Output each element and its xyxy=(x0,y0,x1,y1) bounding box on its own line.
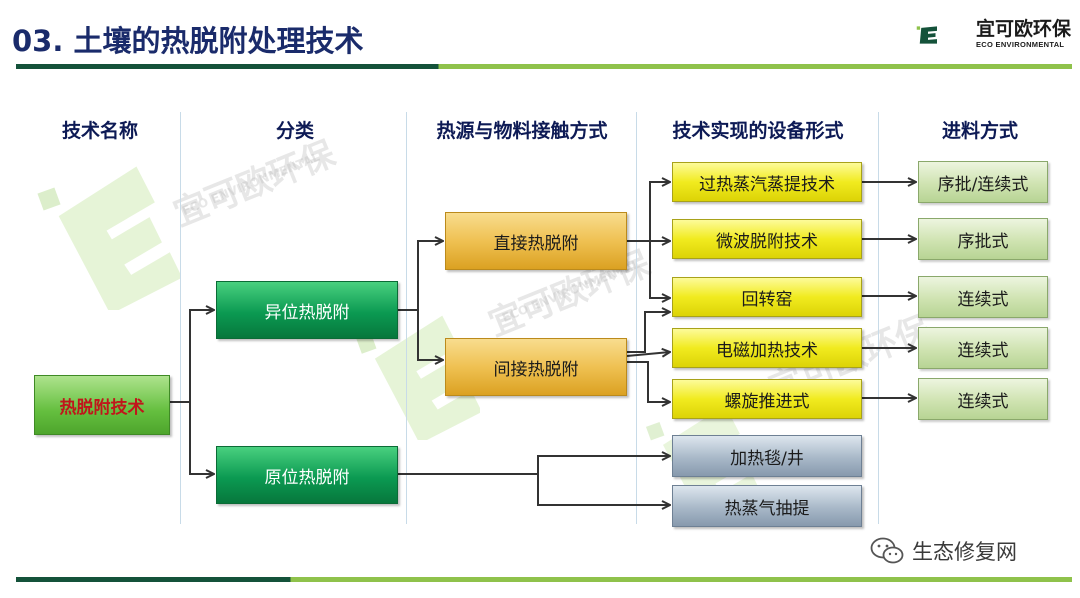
node-rotary-kiln: 回转窑 xyxy=(672,277,862,317)
footer-divider xyxy=(16,577,1072,582)
feed-mode-electromagnetic: 连续式 xyxy=(918,327,1048,369)
node-microwave: 微波脱附技术 xyxy=(672,219,862,259)
column-divider-2 xyxy=(406,112,407,524)
feed-mode-superheated-steam: 序批/连续式 xyxy=(918,161,1048,203)
node-steam-extraction: 热蒸气抽提 xyxy=(672,485,862,527)
node-screw-conveyor: 螺旋推进式 xyxy=(672,379,862,419)
node-indirect-desorption: 间接热脱附 xyxy=(445,338,627,396)
node-ex-situ: 异位热脱附 xyxy=(216,281,398,339)
brand-logo-icon xyxy=(916,26,937,44)
wechat-icon xyxy=(870,537,904,564)
feed-mode-microwave: 序批式 xyxy=(918,218,1048,260)
feed-mode-rotary-kiln: 连续式 xyxy=(918,276,1048,318)
node-in-situ: 原位热脱附 xyxy=(216,446,398,504)
header-divider xyxy=(16,64,1072,69)
column-header-contact-mode: 热源与物料接触方式 xyxy=(436,120,608,142)
node-thermal-desorption: 热脱附技术 xyxy=(34,375,170,435)
page-title: 03. 土壤的热脱附处理技术 xyxy=(12,24,364,58)
brand-logo-subtitle: ECO ENVIRONMENTAL xyxy=(976,40,1065,49)
node-superheated-steam: 过热蒸汽蒸提技术 xyxy=(672,162,862,202)
node-heating-blanket: 加热毯/井 xyxy=(672,435,862,477)
column-divider-4 xyxy=(878,112,879,524)
column-header-feed-mode: 进料方式 xyxy=(941,120,1018,142)
brand-logo-name: 宜可欧环保 xyxy=(976,18,1072,40)
column-divider-3 xyxy=(636,112,637,524)
wechat-account: 生态修复网 xyxy=(870,536,1017,566)
column-header-equipment: 技术实现的设备形式 xyxy=(672,120,844,142)
node-direct-desorption: 直接热脱附 xyxy=(445,212,627,270)
node-electromagnetic: 电磁加热技术 xyxy=(672,328,862,368)
feed-mode-screw-conveyor: 连续式 xyxy=(918,378,1048,420)
column-divider-1 xyxy=(180,112,181,524)
column-header-tech-name: 技术名称 xyxy=(61,120,138,142)
wechat-account-name: 生态修复网 xyxy=(912,540,1017,564)
column-header-category: 分类 xyxy=(275,120,314,142)
